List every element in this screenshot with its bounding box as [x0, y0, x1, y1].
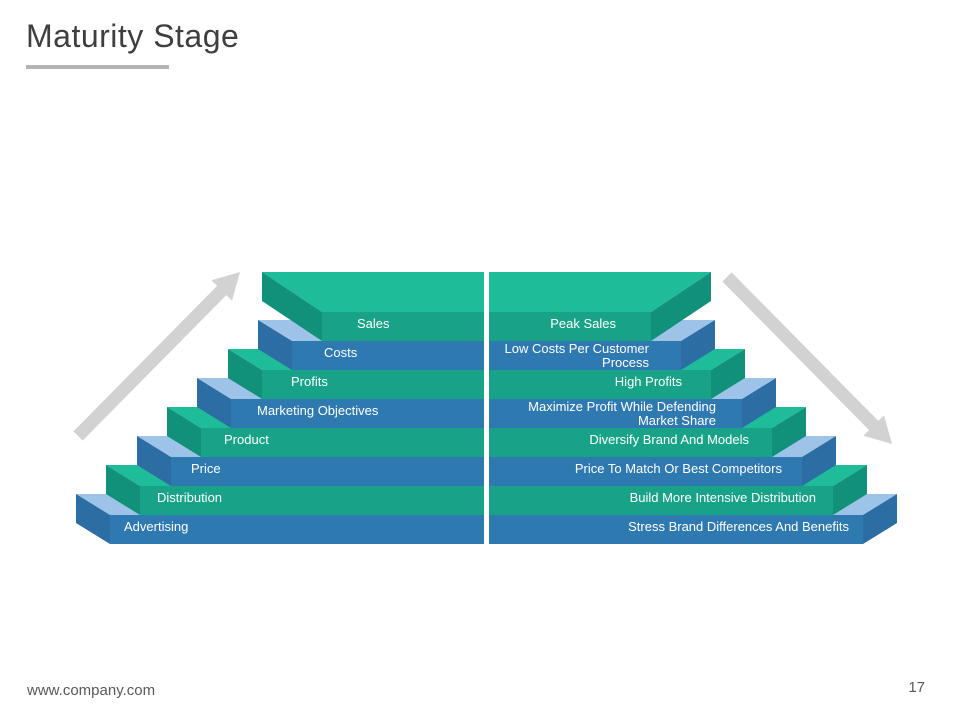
- step-profits-side-face: [228, 349, 262, 399]
- step-stress-brand-differences-and-benefits-side-face: [863, 494, 897, 544]
- step-sales-top-face: [262, 272, 484, 312]
- title-underline: [26, 65, 169, 69]
- step-price-side-face: [137, 436, 171, 486]
- step-build-more-intensive-distribution-side-face: [833, 465, 867, 515]
- step-marketing-objectives-front-face: [231, 399, 484, 428]
- page-number: 17: [908, 679, 925, 696]
- step-peak-sales-side-face: [651, 272, 711, 341]
- step-costs-front-face: [292, 341, 484, 370]
- step-product-side-face: [167, 407, 201, 457]
- step-stress-brand-differences-and-benefits-front-face: [489, 515, 863, 544]
- step-price-to-match-or-best-competitors-front-face: [489, 457, 802, 486]
- step-high-profits-side-face: [711, 349, 745, 399]
- step-diversify-brand-and-models-front-face: [489, 428, 772, 457]
- step-price-front-face: [171, 457, 484, 486]
- step-build-more-intensive-distribution-front-face: [489, 486, 833, 515]
- step-maximize-profit-while-defending-market-share-front-face: [489, 399, 742, 428]
- step-marketing-objectives-side-face: [197, 378, 231, 428]
- step-peak-sales-front-face: [489, 312, 651, 341]
- step-costs-side-face: [258, 320, 292, 370]
- step-high-profits-front-face: [489, 370, 711, 399]
- decline-arrow-icon: [722, 272, 892, 444]
- step-maximize-profit-while-defending-market-share-side-face: [742, 378, 776, 428]
- step-product-front-face: [201, 428, 484, 457]
- step-low-costs-per-customer-process-front-face: [489, 341, 681, 370]
- step-peak-sales-top-face: [489, 272, 711, 312]
- step-price-to-match-or-best-competitors-side-face: [802, 436, 836, 486]
- step-sales-side-face: [262, 272, 322, 341]
- step-distribution-front-face: [140, 486, 484, 515]
- step-sales-front-face: [322, 312, 484, 341]
- footer-website: www.company.com: [27, 682, 156, 699]
- step-advertising-side-face: [76, 494, 110, 544]
- step-low-costs-per-customer-process-side-face: [681, 320, 715, 370]
- growth-arrow-icon: [73, 272, 240, 441]
- page-title: Maturity Stage: [26, 18, 240, 54]
- step-profits-front-face: [262, 370, 484, 399]
- step-distribution-side-face: [106, 465, 140, 515]
- step-advertising-front-face: [110, 515, 484, 544]
- step-diversify-brand-and-models-side-face: [772, 407, 806, 457]
